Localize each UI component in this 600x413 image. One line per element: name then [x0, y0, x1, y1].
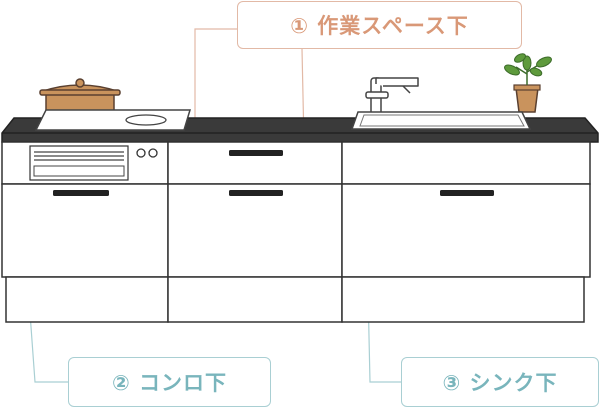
drawer-handles	[53, 150, 494, 196]
cabinet-body	[1, 141, 591, 323]
label-stove-under: ② コンロ下	[68, 357, 271, 407]
label-work-space-under: ① 作業スペース下	[237, 1, 522, 49]
dishwasher-panel	[29, 145, 129, 181]
sink-icon	[350, 111, 532, 130]
cooktop-icon	[34, 109, 192, 131]
control-knobs	[136, 148, 158, 158]
plant-icon	[504, 53, 552, 113]
label-sink-under: ③ シンク下	[401, 357, 599, 407]
faucet-icon	[365, 77, 419, 119]
